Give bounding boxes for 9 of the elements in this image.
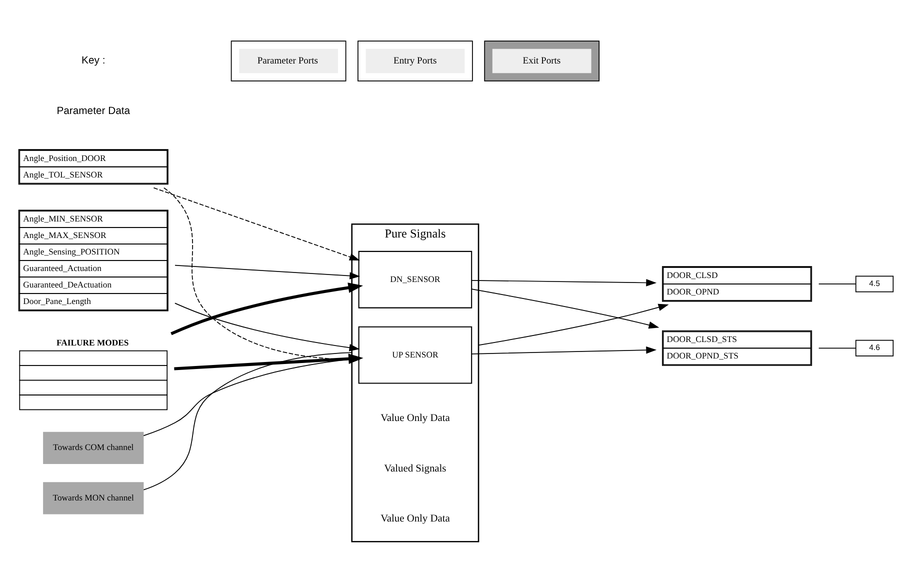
label: Parameter Data: [56, 106, 130, 118]
legend-label: Entry Ports: [394, 55, 437, 66]
label: Valued Signals: [384, 463, 446, 474]
label: Key :: [82, 56, 106, 67]
legend-label: Exit Ports: [522, 55, 561, 66]
node-label: FAILURE MODES: [56, 338, 129, 348]
legend-label: Parameter Ports: [257, 55, 318, 66]
label: Value Only Data: [380, 413, 450, 424]
label: Value Only Data: [380, 514, 450, 525]
